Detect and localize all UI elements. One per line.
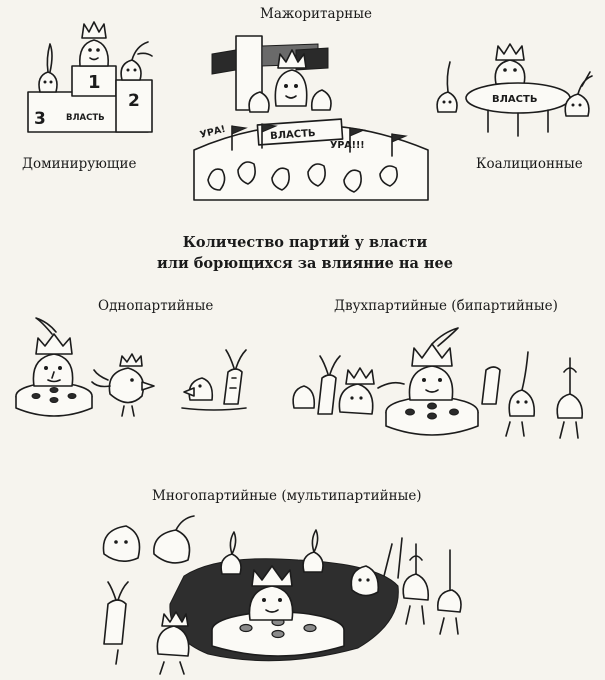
multi-party-illustration [102,515,462,675]
hill-cheer-left: УРА! [199,124,227,141]
heading-line-1: Количество партий у власти [182,234,428,251]
podium-illustration: 1 2 3 ВЛАСТЬ [27,21,153,133]
two-party-illustration [292,327,584,439]
coalition-table-illustration: ВЛАСТЬ [436,43,593,137]
heading-line-2: или борющихся за влияние на нее [156,255,454,272]
multi-party-label: Многопартийные (мультипартийные) [152,488,422,504]
coalition-label: Коалиционные [476,156,583,172]
podium-power-word: ВЛАСТЬ [66,113,105,123]
majority-hill-illustration: ВЛАСТЬ УРА! УРА!!! [193,35,429,201]
hill-cheer-right: УРА!!! [330,140,365,151]
podium-third-number: 3 [34,109,46,129]
podium-second-number: 2 [128,91,140,111]
one-party-illustration [15,317,247,417]
one-party-label: Однопартийные [98,298,214,314]
coalition-power-word: ВЛАСТЬ [492,94,537,105]
dominant-label: Доминирующие [22,156,137,172]
hill-power-word: ВЛАСТЬ [270,128,316,142]
two-party-label: Двухпартийные (бипартийные) [334,298,558,314]
podium-first-number: 1 [88,72,101,93]
majority-label: Мажоритарные [260,6,372,22]
diagram-heading: Количество партий у власти или борющихся… [140,232,470,274]
